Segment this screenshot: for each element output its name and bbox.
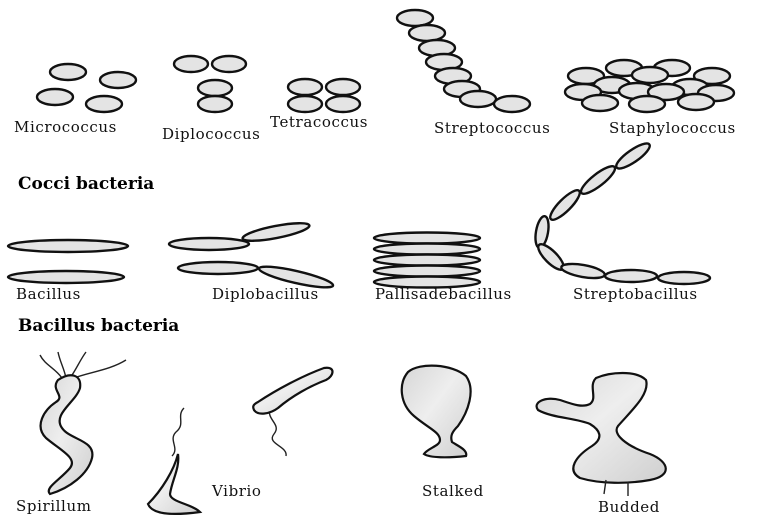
pallisadebacillus-rods	[374, 233, 480, 288]
label-staphylococcus: Staphylococcus	[609, 121, 736, 136]
label-diplobacillus: Diplobacillus	[212, 287, 319, 302]
streptococcus-chain	[397, 10, 530, 112]
curved-rod-cell	[253, 368, 332, 456]
diplobacillus-rods	[169, 220, 334, 292]
vibrio-cell	[148, 408, 200, 514]
label-bacillus: Bacillus	[16, 287, 81, 302]
label-vibrio: Vibrio	[212, 484, 262, 499]
label-diplococcus: Diplococcus	[162, 127, 260, 142]
heading-cocci-bacteria: Cocci bacteria	[18, 176, 154, 193]
heading-bacillus-bacteria: Bacillus bacteria	[18, 318, 179, 335]
spirillum-cell	[40, 352, 126, 494]
label-stalked: Stalked	[422, 484, 484, 499]
label-pallisadebacillus: Pallisadebacillus	[375, 287, 512, 302]
label-budded: Budded	[598, 500, 660, 515]
stalked-cell	[402, 366, 471, 458]
budded-cell	[537, 373, 666, 496]
label-streptobacillus: Streptobacillus	[573, 287, 698, 302]
label-micrococcus: Micrococcus	[14, 120, 117, 135]
streptobacillus-chain	[533, 140, 710, 284]
diplococcus-cells	[174, 56, 246, 112]
label-streptococcus: Streptococcus	[434, 121, 550, 136]
bacillus-rods	[8, 240, 128, 283]
label-tetracoccus: Tetracoccus	[270, 115, 368, 130]
micrococcus-cells	[37, 64, 136, 112]
label-spirillum: Spirillum	[16, 499, 92, 514]
staphylococcus-cluster	[565, 60, 734, 112]
tetracoccus-cells	[288, 79, 360, 112]
